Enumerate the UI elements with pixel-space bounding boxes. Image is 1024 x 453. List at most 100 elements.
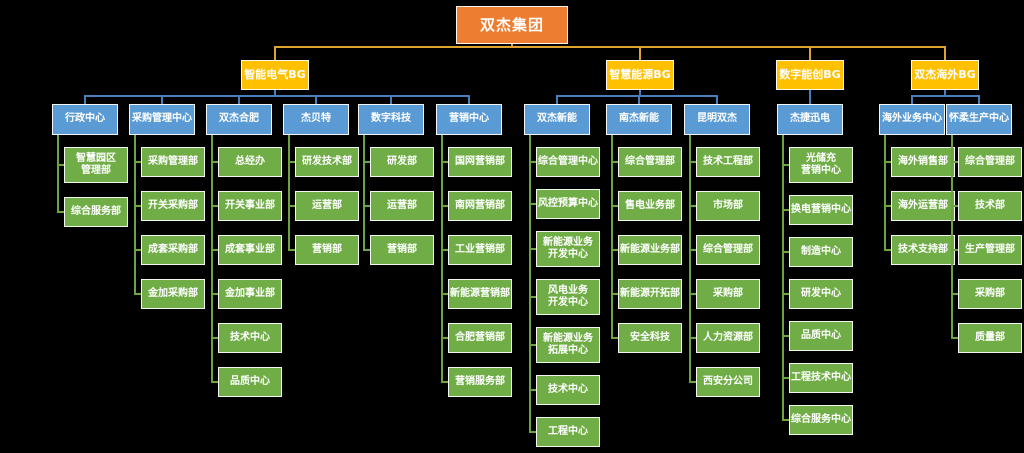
connector-line: [84, 95, 470, 97]
dept-node: 金加采购部: [141, 279, 205, 309]
connector-line: [134, 161, 141, 163]
connector-line: [639, 46, 641, 60]
dept-node: 总经办: [218, 147, 282, 177]
connector-line: [782, 209, 789, 211]
connector-line: [161, 95, 163, 104]
connector-line: [884, 161, 891, 163]
connector-line: [556, 95, 718, 97]
connector-line: [611, 135, 613, 339]
dept-node: 新能源业务 拓展中心: [536, 327, 600, 363]
unit-node: 行政中心: [52, 104, 118, 135]
dept-node: 品质中心: [789, 321, 853, 351]
dept-node: 技术工程部: [696, 147, 760, 177]
dept-node: 综合管理中心: [536, 147, 600, 177]
dept-node: 运营部: [295, 191, 359, 221]
connector-line: [782, 135, 784, 421]
dept-node: 成套采购部: [141, 235, 205, 265]
connector-line: [274, 46, 276, 60]
dept-node: 海外运营部: [891, 191, 955, 221]
connector-line: [211, 293, 218, 295]
connector-line: [911, 95, 980, 97]
unit-node: 营销中心: [436, 104, 502, 135]
connector-line: [951, 161, 958, 163]
dept-node: 国网营销部: [448, 147, 512, 177]
connector-line: [57, 135, 59, 213]
connector-line: [315, 95, 317, 104]
connector-line: [288, 135, 290, 251]
connector-line: [274, 90, 276, 96]
connector-line: [951, 205, 958, 207]
dept-node: 换电营销中心: [789, 195, 853, 225]
connector-line: [911, 95, 913, 104]
unit-node: 怀柔生产中心: [946, 104, 1012, 135]
dept-node: 营销部: [295, 235, 359, 265]
connector-line: [529, 389, 536, 391]
connector-line: [611, 161, 618, 163]
dept-node: 技术支持部: [891, 235, 955, 265]
connector-line: [782, 251, 789, 253]
connector-line: [468, 95, 470, 104]
connector-line: [611, 337, 618, 339]
connector-line: [611, 205, 618, 207]
connector-line: [689, 249, 696, 251]
connector-line: [639, 90, 641, 96]
dept-node: 市场部: [696, 191, 760, 221]
dept-node: 售电业务部: [618, 191, 682, 221]
connector-line: [782, 164, 789, 166]
bg-node: 智能电气BG: [241, 60, 309, 90]
connector-line: [556, 95, 558, 104]
connector-line: [363, 161, 370, 163]
connector-line: [782, 335, 789, 337]
connector-line: [134, 205, 141, 207]
connector-line: [944, 90, 946, 96]
connector-line: [782, 293, 789, 295]
connector-line: [529, 344, 536, 346]
dept-node: 采购管理部: [141, 147, 205, 177]
connector-line: [978, 95, 980, 104]
connector-line: [529, 203, 536, 205]
connector-line: [689, 205, 696, 207]
connector-line: [951, 249, 958, 251]
connector-line: [529, 161, 536, 163]
dept-node: 光储充 营销中心: [789, 147, 853, 183]
connector-line: [529, 431, 536, 433]
connector-line: [441, 249, 448, 251]
connector-line: [809, 46, 811, 60]
connector-line: [809, 90, 811, 104]
dept-node: 研发技术部: [295, 147, 359, 177]
connector-line: [944, 46, 946, 60]
dept-node: 风电业务 开发中心: [536, 279, 600, 315]
dept-node: 营销部: [370, 235, 434, 265]
connector-line: [57, 211, 64, 213]
connector-line: [211, 161, 218, 163]
dept-node: 综合管理部: [618, 147, 682, 177]
connector-line: [689, 161, 696, 163]
dept-node: 新能源开拓部: [618, 279, 682, 309]
connector-line: [689, 293, 696, 295]
connector-line: [134, 135, 136, 295]
dept-node: 综合管理部: [958, 147, 1022, 177]
connector-line: [211, 135, 213, 383]
unit-node: 采购管理中心: [129, 104, 195, 135]
connector-line: [288, 205, 295, 207]
dept-node: 工业营销部: [448, 235, 512, 265]
connector-line: [363, 205, 370, 207]
connector-line: [134, 293, 141, 295]
dept-node: 工程中心: [536, 417, 600, 447]
dept-node: 南网营销部: [448, 191, 512, 221]
dept-node: 开关事业部: [218, 191, 282, 221]
unit-node: 海外业务中心: [879, 104, 945, 135]
dept-node: 技术部: [958, 191, 1022, 221]
org-root-node: 双杰集团: [456, 6, 568, 44]
dept-node: 新能源业务 开发中心: [536, 231, 600, 267]
connector-line: [611, 293, 618, 295]
connector-line: [390, 95, 392, 104]
connector-line: [134, 249, 141, 251]
connector-line: [529, 296, 536, 298]
dept-node: 西安分公司: [696, 367, 760, 397]
connector-line: [689, 381, 696, 383]
dept-node: 安全科技: [618, 323, 682, 353]
dept-node: 金加事业部: [218, 279, 282, 309]
connector-line: [951, 337, 958, 339]
dept-node: 运营部: [370, 191, 434, 221]
